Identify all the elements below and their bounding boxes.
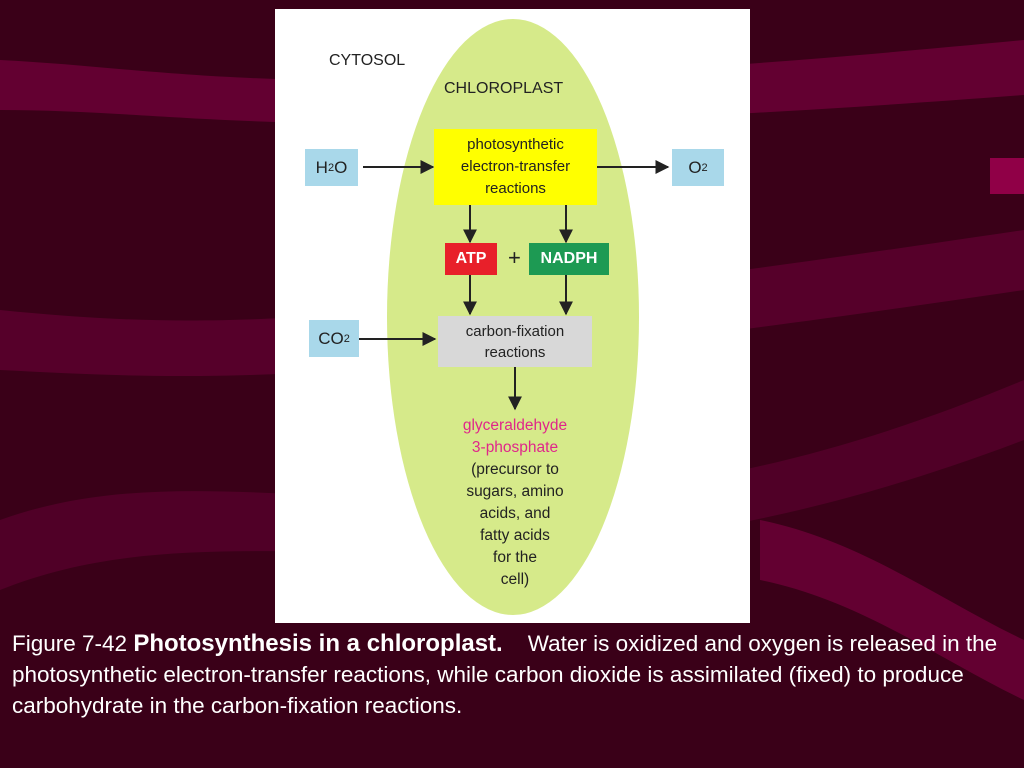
background-accent [990,158,1024,194]
photo-line-3: reactions [485,180,546,197]
caption-figure-number: Figure 7-42 [12,631,134,656]
product-note-6: cell) [500,571,530,588]
caption-body: Water is oxidized and oxygen is released… [12,631,998,718]
plus-sign: + [508,245,521,270]
product-note-2: sugars, amino [466,483,564,500]
o2-sub: 2 [701,161,708,174]
product-line-1: glyceraldehyde [462,417,568,434]
product-note-5: for the [493,549,537,566]
fixation-line-2: reactions [484,343,546,361]
photo-line-2: electron-transfer [460,158,571,175]
o2-o: O [688,157,702,177]
atp-label: ATP [455,250,487,267]
product-text: glyceraldehyde 3-phosphate (precursor to… [415,415,615,591]
h2o-o: O [334,157,348,177]
h2o-sub: 2 [327,161,335,174]
product-note-4: fatty acids [480,527,550,544]
figure-panel: CYTOSOL CHLOROPLAST photosynthetic elect… [275,9,750,623]
atp-box: ATP [445,243,497,275]
figure-caption: Figure 7-42 Photosynthesis in a chloropl… [12,628,1012,721]
caption-title: Photosynthesis in a chloroplast. [133,630,503,657]
chloroplast-label: CHLOROPLAST [444,80,564,97]
product-line-2: 3-phosphate [471,439,559,456]
product-note-1: (precursor to [471,461,559,478]
product-note-3: acids, and [479,505,551,522]
photosynthetic-reactions-box: photosynthetic electron-transfer reactio… [434,129,597,205]
h2o-h: H [315,157,328,177]
carbon-fixation-box: carbon-fixation reactions [438,316,592,367]
co2-sub: 2 [343,332,350,345]
co2-co: CO [318,328,344,348]
nadph-label: NADPH [540,250,598,267]
cytosol-label: CYTOSOL [329,52,406,69]
photo-line-1: photosynthetic [467,136,564,153]
fixation-line-1: carbon-fixation [465,322,565,340]
nadph-box: NADPH [529,243,609,275]
background-swoosh [760,520,1024,700]
background-swoosh [0,380,1024,590]
